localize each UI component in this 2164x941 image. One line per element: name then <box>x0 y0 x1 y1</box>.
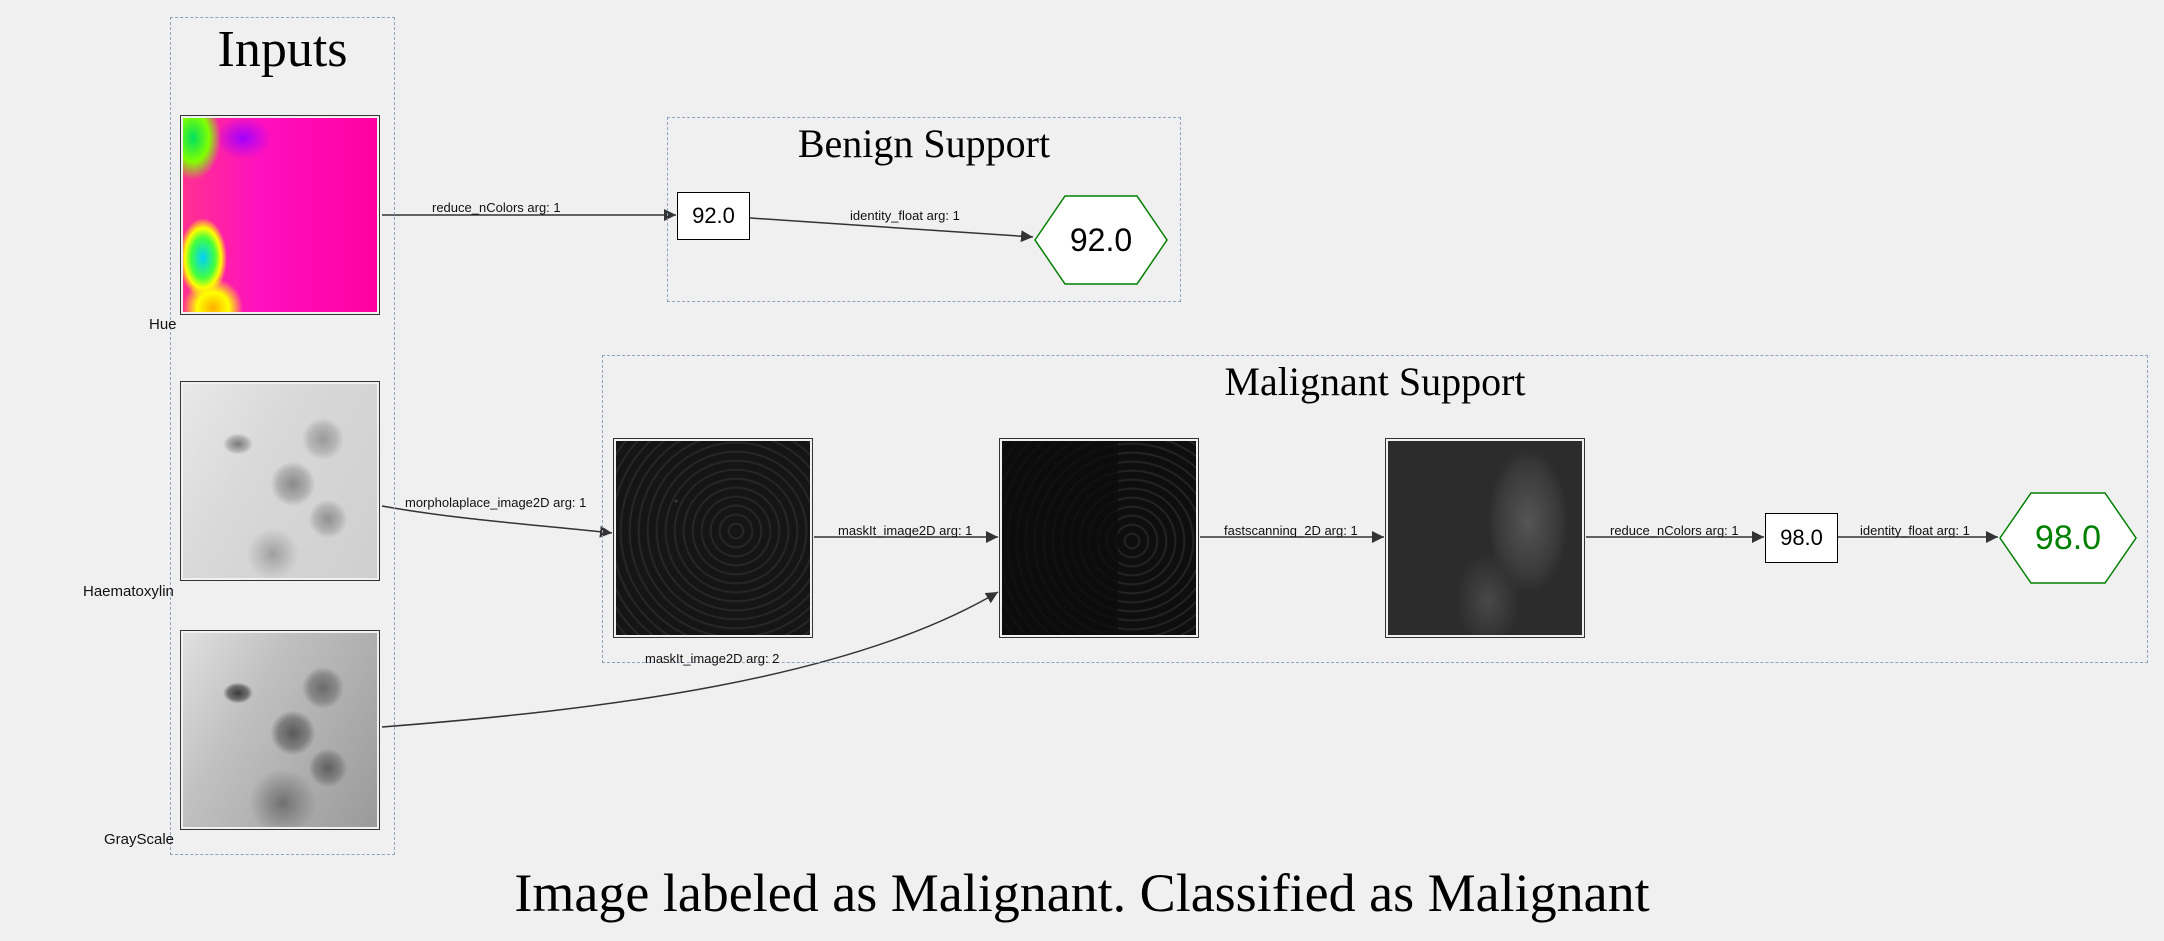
laplace-result-image <box>613 438 813 638</box>
inputs-cluster: Inputs <box>170 17 395 855</box>
inputs-cluster-title: Inputs <box>217 21 348 78</box>
hexagon-shape <box>1999 492 2137 584</box>
reduce-edge-label: reduce_nColors arg: 1 <box>1610 523 1739 538</box>
laplace-edge-label: morpholaplace_image2D arg: 1 <box>405 495 587 510</box>
benign-support-cluster: Benign Support <box>667 117 1181 302</box>
mask1-edge-label: maskIt_image2D arg: 1 <box>838 523 973 538</box>
hexagon-shape <box>1034 195 1168 285</box>
classification-caption: Image labeled as Malignant. Classified a… <box>514 863 1650 923</box>
edge-grayscale-to-mask <box>381 591 999 728</box>
benign-cluster-title: Benign Support <box>797 121 1051 166</box>
malignant-support-cluster: Malignant Support <box>602 355 2148 663</box>
identity-edge-label: identity_float arg: 1 <box>1860 523 1970 538</box>
grayscale-image <box>180 630 380 830</box>
malignant-output-value: 98.0 <box>2034 518 2102 557</box>
fastscan-edge-label: fastscanning_2D arg: 1 <box>1224 523 1358 538</box>
grayscale-label: GrayScale <box>104 831 175 848</box>
haematoxylin-label: Haematoxylin <box>83 583 174 600</box>
benign-edge-out-label: identity_float arg: 1 <box>850 208 960 223</box>
hue-label: Hue <box>149 316 177 333</box>
mask2-edge-label: maskIt_image2D arg: 2 <box>645 651 780 666</box>
benign-value-box: 92.0 <box>677 192 750 240</box>
benign-edge-in-label: reduce_nColors arg: 1 <box>432 200 561 215</box>
benign-output-value: 92.0 <box>1069 221 1133 258</box>
malignant-value-box: 98.0 <box>1765 513 1838 563</box>
malignant-cluster-title: Malignant Support <box>1224 359 1526 404</box>
benign-output-hexagon: 92.0 <box>1033 194 1169 286</box>
hue-image <box>180 115 380 315</box>
edge-haematoxylin-to-laplace <box>381 505 613 538</box>
masked-result-image <box>999 438 1199 638</box>
haematoxylin-image <box>180 381 380 581</box>
edge-benign-box-to-output <box>749 217 1034 243</box>
fastscan-result-image <box>1385 438 1585 638</box>
malignant-output-hexagon: 98.0 <box>1998 491 2138 585</box>
